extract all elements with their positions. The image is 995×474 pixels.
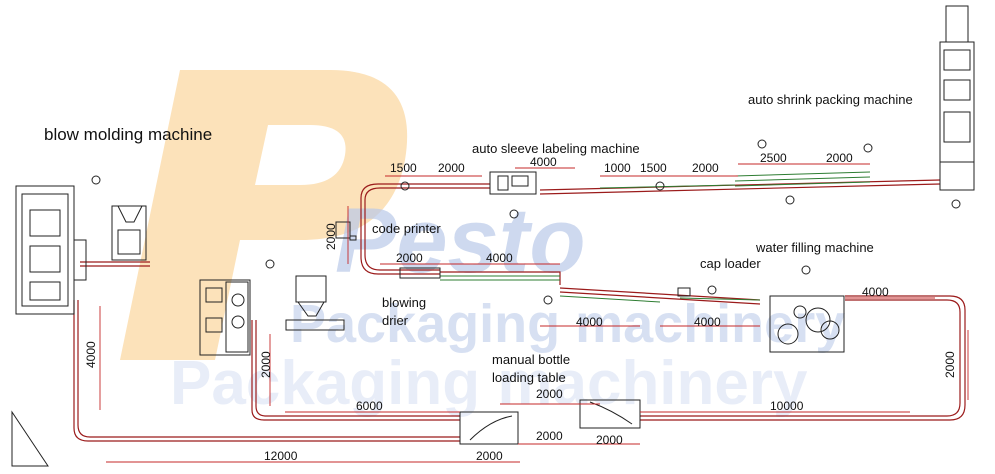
manual-loading-tables [459, 399, 641, 445]
axis-marker [11, 410, 49, 467]
dim-2000-b2: 2000 [596, 433, 623, 447]
label-auto-sleeve: auto sleeve labeling machine [472, 141, 640, 156]
dim-2500: 2500 [760, 151, 787, 165]
watermark-brand: Pesto [335, 190, 586, 292]
cap-loader-unit [677, 287, 691, 297]
label-manual-1: manual bottle [492, 352, 570, 367]
dim-2000-vleft: 2000 [324, 223, 338, 250]
dim-2000-b1: 2000 [536, 429, 563, 443]
blow-molding-machine [15, 185, 87, 315]
dim-4000-vleft: 4000 [84, 341, 98, 368]
sleeve-labeler [489, 171, 537, 195]
conveyor-mid-loop [251, 320, 460, 421]
dim-4000a: 4000 [530, 155, 557, 169]
dim-12000: 12000 [264, 449, 298, 463]
dimension-lines [99, 163, 969, 463]
machine-labels: blow molding machine auto sleeve labelin… [44, 92, 913, 385]
label-blow-molding: blow molding machine [44, 125, 212, 144]
conveyor-accents [440, 171, 871, 303]
watermark-line2: Packaging machinery [170, 349, 808, 418]
dim-2000c: 2000 [826, 151, 853, 165]
label-manual-2: loading table [492, 370, 566, 385]
watermark-line1: Packaging machinery [290, 294, 845, 354]
dim-6000: 6000 [356, 399, 383, 413]
label-cap-loader: cap loader [700, 256, 761, 271]
dim-4000-right-top: 4000 [862, 285, 889, 299]
dim-2000-manual: 2000 [536, 387, 563, 401]
dim-2000a: 2000 [438, 161, 465, 175]
machines [11, 5, 975, 467]
conveyor-right-loop [640, 295, 966, 421]
dim-2000-b3: 2000 [476, 449, 503, 463]
dim-2000-vmid: 2000 [259, 351, 273, 378]
dimension-values: 1500 2000 4000 1000 1500 2000 2500 2000 … [84, 151, 957, 463]
conveyor-top-curve [364, 187, 490, 271]
dim-1500b: 1500 [640, 161, 667, 175]
dim-2000b: 2000 [692, 161, 719, 175]
label-code-printer: code printer [372, 221, 441, 236]
left-filling-block [199, 279, 251, 356]
dim-1500a: 1500 [390, 161, 417, 175]
dim-4000-lower-a: 4000 [576, 315, 603, 329]
dim-4000-mid: 4000 [486, 251, 513, 265]
dim-1000: 1000 [604, 161, 631, 175]
preform-loader [111, 205, 147, 261]
conveyor-lines [73, 179, 966, 442]
label-blowing-drier-2: drier [382, 313, 409, 328]
label-water-filling: water filling machine [755, 240, 874, 255]
shrink-packing-unit [939, 5, 975, 191]
watermark: Pesto Packaging machinery Packaging mach… [120, 70, 845, 418]
watermark-logo-p [120, 70, 408, 360]
hopper [285, 275, 345, 331]
label-blowing-drier-1: blowing [382, 295, 426, 310]
dim-2000-mid: 2000 [396, 251, 423, 265]
operator-markers [91, 139, 961, 305]
conveyor-bottom-run [77, 300, 460, 438]
label-auto-shrink: auto shrink packing machine [748, 92, 913, 107]
dim-2000-vright: 2000 [943, 351, 957, 378]
blowing-drier-unit [399, 267, 441, 279]
dim-10000: 10000 [770, 399, 804, 413]
water-filling-unit [769, 295, 845, 353]
dim-4000-lower-b: 4000 [694, 315, 721, 329]
code-printer-unit [335, 221, 357, 241]
